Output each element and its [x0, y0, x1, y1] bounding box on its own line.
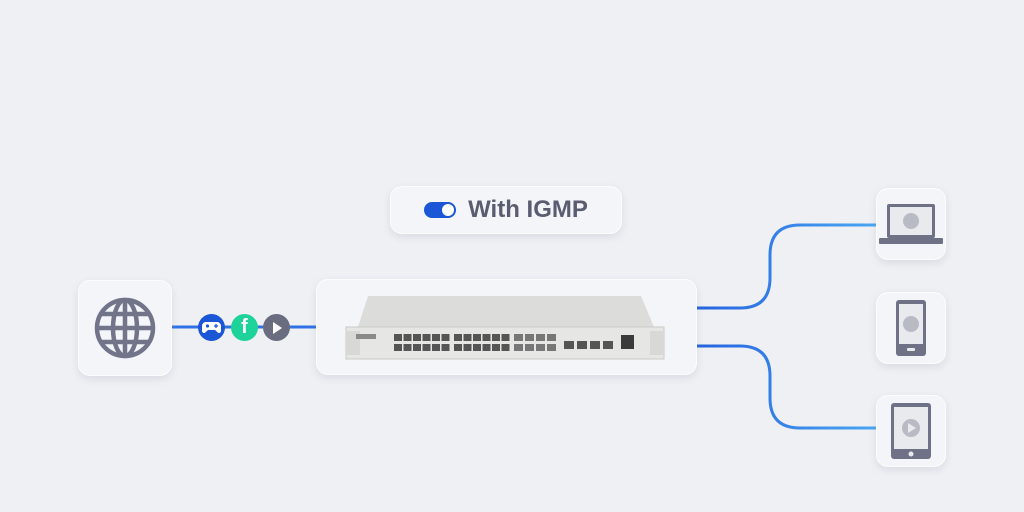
play-stream-icon: [263, 314, 290, 341]
switch-port: [403, 334, 412, 341]
switch-port: [441, 334, 450, 341]
switch-port: [525, 344, 534, 351]
switch-port: [463, 344, 472, 351]
phone-device-card: [876, 292, 946, 364]
switch-port: [413, 344, 421, 351]
phone-icon: [896, 300, 926, 356]
switch-port: [413, 334, 421, 341]
switch-port: [403, 344, 412, 351]
gamepad-stream-icon: [198, 314, 225, 341]
switch-port: [473, 334, 481, 341]
laptop-icon: [879, 204, 943, 244]
switch-port: [525, 334, 534, 341]
switch-port: [482, 344, 491, 351]
switch-port: [564, 341, 574, 349]
switch-port: [514, 334, 523, 341]
facebook-stream-icon: f: [231, 314, 258, 341]
tablet-icon: [891, 403, 931, 459]
switch-port: [473, 344, 481, 351]
tablet-device-card: [876, 395, 946, 467]
switch-port: [536, 344, 545, 351]
laptop-device-card: [876, 188, 946, 260]
switch-port: [394, 344, 402, 351]
network-switch-image: [345, 296, 665, 360]
gamepad-icon: [903, 213, 919, 229]
network-switch-card: [316, 279, 697, 375]
switch-port: [501, 344, 510, 351]
switch-port: [547, 334, 556, 341]
switch-port: [454, 334, 462, 341]
igmp-toggle[interactable]: [424, 202, 457, 218]
globe-icon: [94, 297, 156, 359]
switch-port: [432, 334, 440, 341]
switch-port: [454, 344, 462, 351]
switch-port: [547, 344, 556, 351]
switch-port: [441, 344, 450, 351]
switch-port: [394, 334, 402, 341]
switch-port: [501, 334, 510, 341]
switch-port: [422, 334, 431, 341]
switch-port: [492, 344, 500, 351]
switch-port: [432, 344, 440, 351]
switch-port: [577, 341, 587, 349]
internet-card: [78, 280, 172, 376]
line-to-tablet: [697, 344, 876, 430]
switch-port: [482, 334, 491, 341]
facebook-icon: [903, 316, 919, 332]
switch-port: [514, 344, 523, 351]
line-to-laptop: [697, 223, 876, 310]
switch-port: [422, 344, 431, 351]
facebook-glyph: f: [241, 316, 248, 338]
switch-port: [590, 341, 600, 349]
switch-port: [536, 334, 545, 341]
switch-port: [463, 334, 472, 341]
switch-port: [603, 341, 613, 349]
igmp-toggle-label: With IGMP: [468, 196, 588, 223]
switch-port: [492, 334, 500, 341]
igmp-toggle-card[interactable]: With IGMP: [390, 186, 622, 234]
